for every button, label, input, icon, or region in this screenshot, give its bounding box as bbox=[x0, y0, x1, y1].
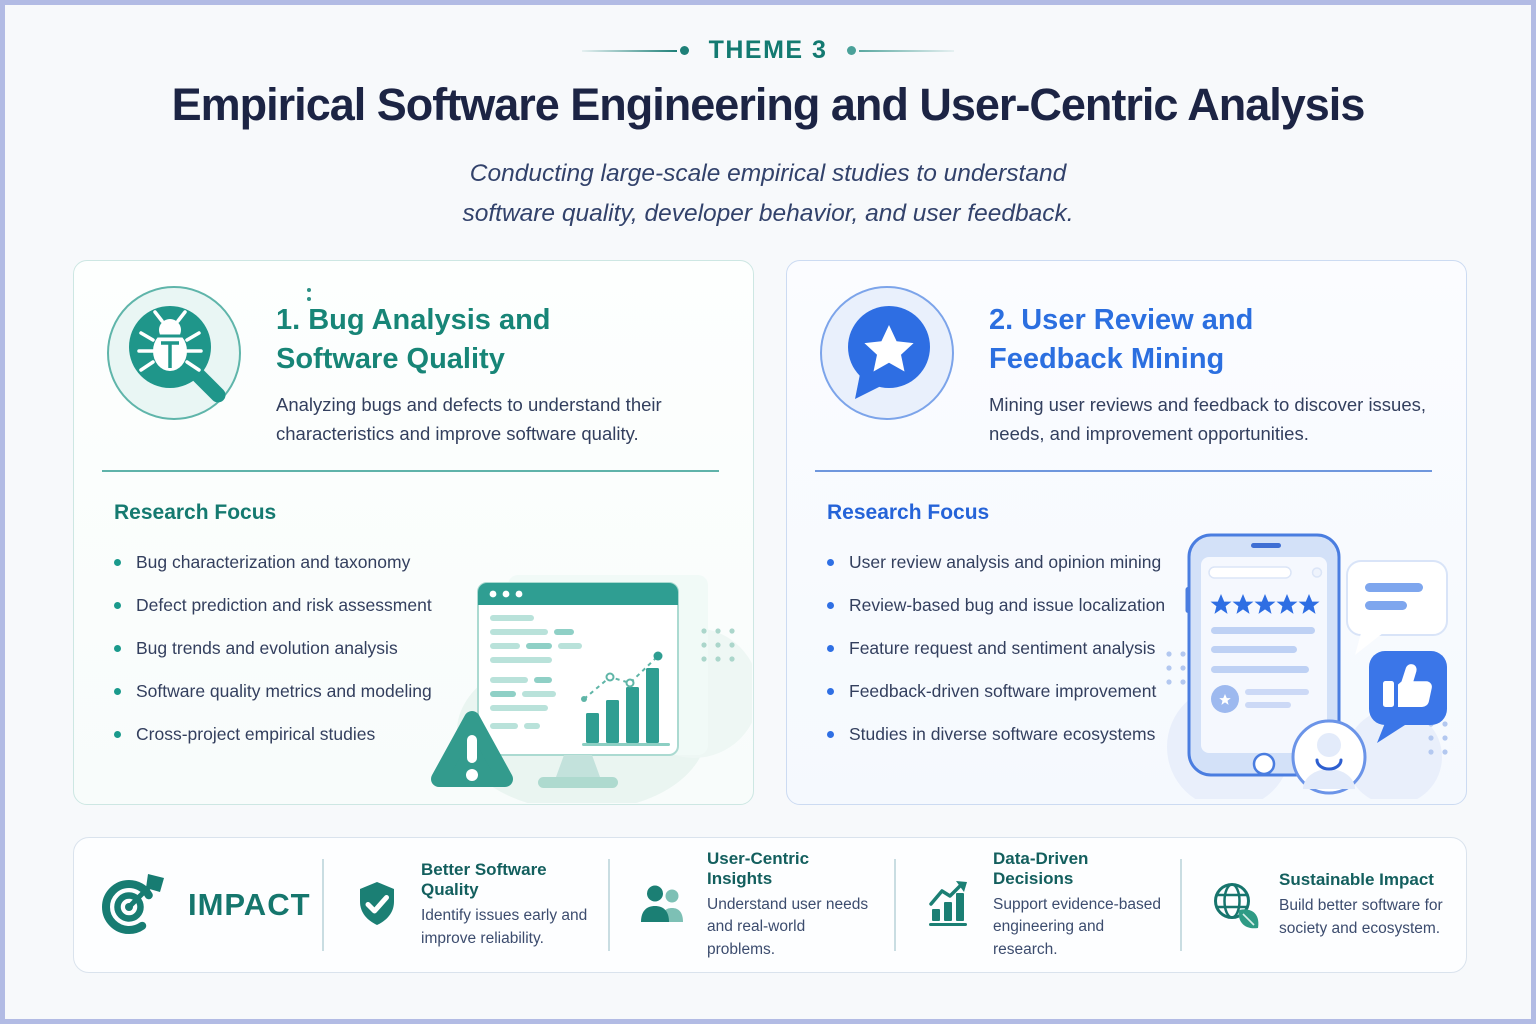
bug-magnifier-icon bbox=[104, 283, 244, 423]
theme-label: THEME 3 bbox=[708, 36, 828, 64]
bullet-item: Feedback-driven software improvement bbox=[827, 681, 1165, 702]
card-title: 2. User Review and Feedback Mining bbox=[989, 304, 1254, 375]
globe-leaf-icon bbox=[1208, 878, 1262, 932]
bullet-item: Defect prediction and risk assessment bbox=[114, 595, 432, 616]
card-user-review: 2. User Review and Feedback Mining Minin… bbox=[786, 260, 1467, 809]
research-bullet-list: Bug characterization and taxonomy Defect… bbox=[114, 552, 432, 767]
page-subtitle: Conducting large-scale empirical studies… bbox=[5, 154, 1531, 233]
bullet-item: Feature request and sentiment analysis bbox=[827, 638, 1165, 659]
eyebrow-left-decoration bbox=[581, 46, 689, 55]
bullet-dot bbox=[114, 602, 121, 609]
impact-item-title: Sustainable Impact bbox=[1279, 870, 1434, 890]
card-description: Mining user reviews and feedback to disc… bbox=[989, 394, 1427, 444]
impact-item-better-software-quality: Better Software Quality Identify issues … bbox=[324, 860, 608, 950]
research-focus-heading: Research Focus bbox=[827, 501, 990, 524]
card-description: Analyzing bugs and defects to understand… bbox=[276, 394, 662, 444]
shield-check-icon bbox=[350, 878, 404, 932]
impact-item-user-centric-insights: User-Centric Insights Understand user ne… bbox=[610, 849, 894, 961]
impact-divider bbox=[608, 859, 610, 951]
card-divider bbox=[102, 470, 719, 472]
bullet-dot bbox=[827, 559, 834, 566]
bullet-dot bbox=[114, 559, 121, 566]
bullet-dot bbox=[114, 731, 121, 738]
impact-item-title: User-Centric Insights bbox=[707, 848, 810, 888]
target-dart-icon bbox=[100, 872, 166, 938]
impact-item-sustainable-impact: Sustainable Impact Build better software… bbox=[1182, 870, 1466, 940]
bullet-item: Cross-project empirical studies bbox=[114, 724, 432, 745]
bullet-item: Software quality metrics and modeling bbox=[114, 681, 432, 702]
star-speech-bubble-icon bbox=[817, 283, 957, 423]
header-eyebrow: THEME 3 bbox=[5, 36, 1531, 65]
card-title: 1. Bug Analysis and Software Quality bbox=[276, 304, 551, 375]
user-avatar-icon bbox=[1291, 719, 1367, 795]
monitor-code-chart-warning-illustration bbox=[412, 553, 759, 811]
bullet-dot bbox=[827, 688, 834, 695]
people-icon bbox=[636, 878, 690, 932]
impact-item-title: Better Software Quality bbox=[421, 860, 547, 900]
theme-cards: 1. Bug Analysis and Software Quality Ana… bbox=[73, 260, 1467, 811]
bullet-item: User review analysis and opinion mining bbox=[827, 552, 1165, 573]
bullet-item: Studies in diverse software ecosystems bbox=[827, 724, 1165, 745]
research-bullet-list: User review analysis and opinion mining … bbox=[827, 552, 1165, 767]
bar-chart-growth-icon bbox=[922, 878, 976, 932]
research-focus-heading: Research Focus bbox=[114, 501, 277, 524]
bullet-item: Bug characterization and taxonomy bbox=[114, 552, 432, 573]
impact-item-description: Understand user needs and real-world pro… bbox=[707, 895, 869, 958]
bullet-dot bbox=[114, 645, 121, 652]
warning-triangle-icon bbox=[431, 711, 513, 787]
bullet-dot bbox=[827, 602, 834, 609]
impact-item-description: Build better software for society and ec… bbox=[1279, 897, 1443, 937]
impact-divider bbox=[322, 859, 324, 951]
impact-brand: IMPACT bbox=[74, 872, 322, 938]
bullet-dot bbox=[114, 688, 121, 695]
bullet-dot bbox=[827, 645, 834, 652]
bullet-item: Review-based bug and issue localization bbox=[827, 595, 1165, 616]
thumbs-up-icon bbox=[1369, 651, 1447, 743]
card-divider bbox=[815, 470, 1432, 472]
impact-item-title: Data-Driven Decisions bbox=[993, 848, 1089, 888]
impact-divider bbox=[894, 859, 896, 951]
card-bug-analysis: 1. Bug Analysis and Software Quality Ana… bbox=[73, 260, 759, 811]
subtitle-line-1: Conducting large-scale empirical studies… bbox=[469, 160, 1067, 187]
impact-item-description: Support evidence-based engineering and r… bbox=[993, 895, 1162, 958]
page-title: Empirical Software Engineering and User-… bbox=[171, 79, 1366, 130]
impact-item-description: Identify issues early and improve reliab… bbox=[421, 907, 588, 947]
colon-dots-decoration bbox=[307, 288, 311, 292]
impact-bar: IMPACT Better Software Quality Identify … bbox=[73, 837, 1467, 973]
bullet-dot bbox=[827, 731, 834, 738]
subtitle-line-2: software quality, developer behavior, an… bbox=[462, 199, 1074, 227]
impact-label: IMPACT bbox=[188, 887, 311, 922]
impact-divider bbox=[1180, 859, 1182, 951]
bullet-item: Bug trends and evolution analysis bbox=[114, 638, 432, 659]
phone-review-feedback-illustration bbox=[1159, 529, 1459, 809]
eyebrow-right-decoration bbox=[847, 46, 955, 55]
impact-item-data-driven-decisions: Data-Driven Decisions Support evidence-b… bbox=[896, 849, 1180, 961]
